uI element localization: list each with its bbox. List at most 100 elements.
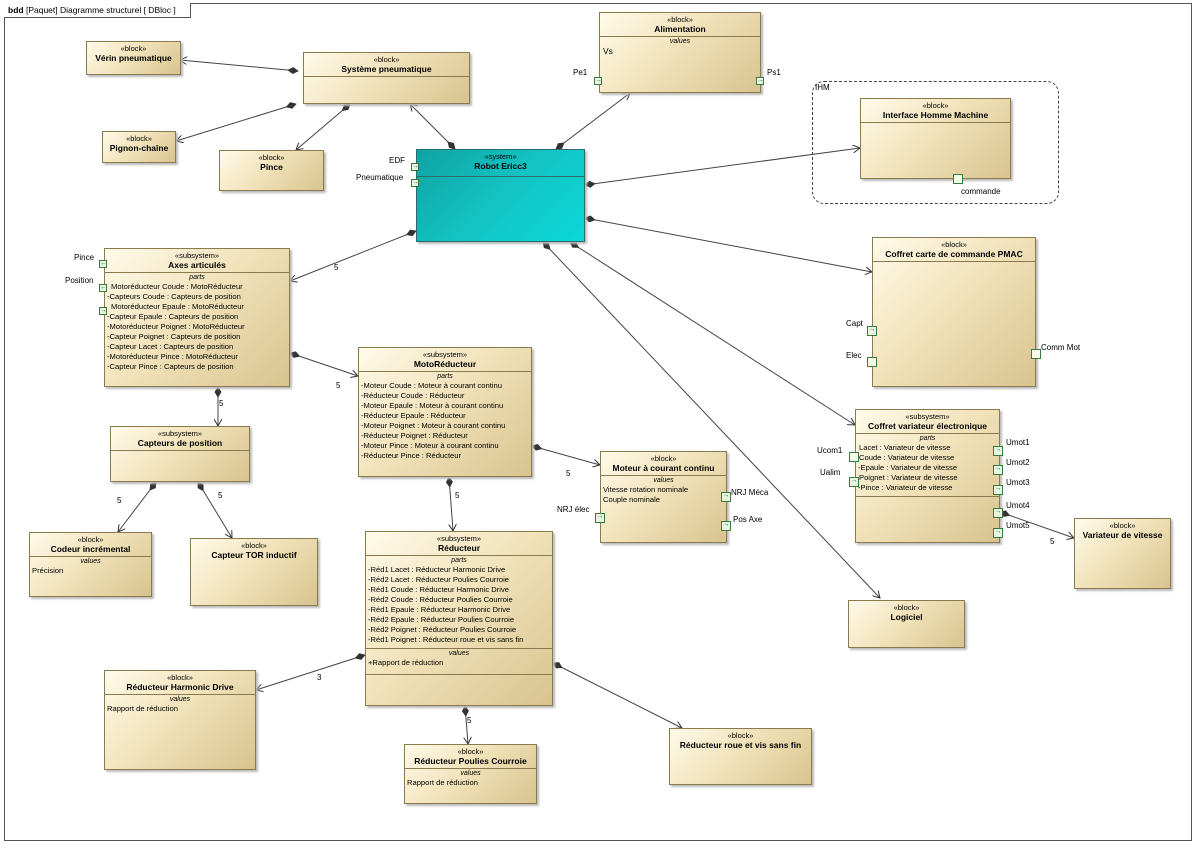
port-pince[interactable]: ← xyxy=(99,260,107,268)
port-comm-mot[interactable] xyxy=(1031,349,1041,359)
port-nrj-elec[interactable]: → xyxy=(595,513,605,523)
block-verin-pneumatique[interactable]: «block» Vérin pneumatique xyxy=(86,41,181,75)
port-axes-3[interactable]: → xyxy=(99,307,107,315)
multiplicity-axes: 5 xyxy=(334,263,339,272)
block-name: Réducteur roue et vis sans fin xyxy=(679,740,802,750)
part-row: -Réd2 Epaule : Réducteur Poulies Courroi… xyxy=(368,615,515,624)
compartment-separator xyxy=(366,648,552,649)
port-label-pince: Pince xyxy=(74,253,95,262)
composition-variateur-vitesse xyxy=(1000,512,1074,538)
block-stereotype: «block» xyxy=(167,673,193,682)
composition-moto-moteurcc xyxy=(532,446,600,465)
part-row: -Réd1 Epaule : Réducteur Harmonic Drive xyxy=(368,605,511,614)
port-umot5[interactable]: → xyxy=(993,528,1003,538)
block-name: Codeur incrémental xyxy=(50,544,131,554)
part-row: -Capteur Poignet : Capteurs de position xyxy=(107,332,241,341)
block-reducteur-roue-vis[interactable]: «block» Réducteur roue et vis sans fin xyxy=(669,728,812,785)
port-capt[interactable]: → xyxy=(867,326,877,336)
frame-kind: bdd xyxy=(8,5,24,15)
value-row: Précision xyxy=(32,566,64,575)
part-row: -Capteurs Coude : Capteurs de position xyxy=(107,292,241,301)
block-stereotype: «block» xyxy=(667,15,693,24)
compartment-separator xyxy=(417,176,584,177)
part-row: Coude : Variateur de vitesse xyxy=(859,453,955,462)
block-pince[interactable]: «block» Pince xyxy=(219,150,324,191)
port-umot2[interactable]: → xyxy=(993,465,1003,475)
block-interface-homme-machine[interactable]: «block» Interface Homme Machine xyxy=(860,98,1011,179)
port-umot3[interactable]: → xyxy=(993,485,1003,495)
block-reducteur[interactable]: «subsystem» Réducteur parts -Réd1 Lacet … xyxy=(365,531,553,706)
block-variateur-de-vitesse[interactable]: «block» Variateur de vitesse xyxy=(1074,518,1171,589)
compartment-separator xyxy=(366,555,552,556)
port-elec[interactable] xyxy=(867,357,877,367)
block-name: Variateur de vitesse xyxy=(1082,530,1163,540)
block-alimentation[interactable]: «block» Alimentation values Vs xyxy=(599,12,761,93)
block-reducteur-harmonic-drive[interactable]: «block» Réducteur Harmonic Drive values … xyxy=(104,670,256,770)
block-reducteur-poulies-courroie[interactable]: «block» Réducteur Poulies Courroie value… xyxy=(404,744,537,804)
ihm-group-label: IHM xyxy=(815,83,830,92)
compartment-title: parts xyxy=(919,435,936,442)
port-pos-axe[interactable]: → xyxy=(721,521,731,531)
port-label-pos-axe: Pos Axe xyxy=(733,515,763,524)
block-coffret-pmac[interactable]: «block» Coffret carte de commande PMAC xyxy=(872,237,1036,387)
block-stereotype: «block» xyxy=(941,240,967,249)
part-row: -Moteur Coude : Moteur à courant continu xyxy=(361,381,502,390)
block-coffret-variateur[interactable]: «subsystem» Coffret variateur électroniq… xyxy=(855,409,1000,543)
port-pe1[interactable]: → xyxy=(594,77,602,85)
port-edf[interactable]: → xyxy=(411,163,419,171)
block-name: Robot Ericc3 xyxy=(474,161,527,171)
port-umot1[interactable]: → xyxy=(993,446,1003,456)
value-row: Couple nominale xyxy=(603,495,660,504)
block-name: Axes articulés xyxy=(168,260,226,270)
block-stereotype: «block» xyxy=(1109,521,1136,530)
block-capteur-tor-inductif[interactable]: «block» Capteur TOR inductif xyxy=(190,538,318,606)
block-capteurs-de-position[interactable]: «subsystem» Capteurs de position xyxy=(110,426,250,482)
block-name: Coffret variateur électronique xyxy=(867,421,988,431)
block-moteur-courant-continu[interactable]: «block» Moteur à courant continu values … xyxy=(600,451,727,543)
block-axes-articules[interactable]: «subsystem» Axes articulés parts Motoréd… xyxy=(104,248,290,387)
block-stereotype: «subsystem» xyxy=(905,412,950,421)
multiplicity-harmonic: 3 xyxy=(317,673,322,682)
composition-pneu-verin xyxy=(180,60,298,71)
port-ualim[interactable]: → xyxy=(849,477,859,487)
port-ps1[interactable]: → xyxy=(756,77,764,85)
port-ucom1[interactable] xyxy=(849,452,859,462)
block-name: Logiciel xyxy=(890,612,923,622)
block-systeme-pneumatique[interactable]: «block» Système pneumatique xyxy=(303,52,470,104)
block-name: Réducteur xyxy=(437,543,481,553)
compartment-title: values xyxy=(169,696,191,703)
block-name: Interface Homme Machine xyxy=(882,110,989,120)
part-row: Motoréducteur Epaule : MotoRéducteur xyxy=(111,302,244,311)
block-stereotype: «subsystem» xyxy=(174,251,220,260)
port-nrj-meca[interactable]: → xyxy=(721,492,731,502)
frame-label: [Paquet] Diagramme structurel [ DBloc ] xyxy=(25,5,176,15)
block-name: Réducteur Harmonic Drive xyxy=(126,682,234,692)
port-umot4[interactable]: → xyxy=(993,508,1003,518)
compartment-separator xyxy=(111,450,249,451)
port-commande[interactable] xyxy=(953,174,963,184)
block-motoreducteur[interactable]: «subsystem» MotoRéducteur parts -Moteur … xyxy=(358,347,532,477)
block-stereotype: «block» xyxy=(893,603,920,612)
port-label-umot2: Umot2 xyxy=(1006,458,1030,467)
block-pignon-chaine[interactable]: «block» Pignon-chaîne xyxy=(102,131,176,163)
part-row: -Réducteur Epaule : Réducteur xyxy=(361,411,466,420)
compartment-title: values xyxy=(653,477,674,484)
port-label-capt: Capt xyxy=(846,319,863,328)
value-row: Rapport de réduction xyxy=(407,778,478,787)
port-position[interactable]: ← xyxy=(99,284,107,292)
port-label-ualim: Ualim xyxy=(820,468,841,477)
part-row: -Réd2 Lacet : Réducteur Poulies Courroie xyxy=(368,575,509,584)
block-name: Pignon-chaîne xyxy=(109,143,169,153)
compartment-separator xyxy=(856,433,999,434)
block-logiciel[interactable]: «block» Logiciel xyxy=(848,600,965,648)
multiplicity-moteur-cc: 5 xyxy=(566,469,571,478)
compartment-separator xyxy=(856,496,999,497)
port-pneumatique[interactable]: → xyxy=(411,179,419,187)
composition-robot-pmac xyxy=(585,218,872,272)
ihm-group xyxy=(812,81,1059,204)
compartment-separator xyxy=(105,694,255,695)
block-codeur-incremental[interactable]: «block» Codeur incrémental values Précis… xyxy=(29,532,152,597)
block-robot-ericc3[interactable]: «system» Robot Ericc3 xyxy=(416,149,585,242)
block-name: Coffret carte de commande PMAC xyxy=(885,249,1023,259)
block-stereotype: «block» xyxy=(727,731,754,740)
